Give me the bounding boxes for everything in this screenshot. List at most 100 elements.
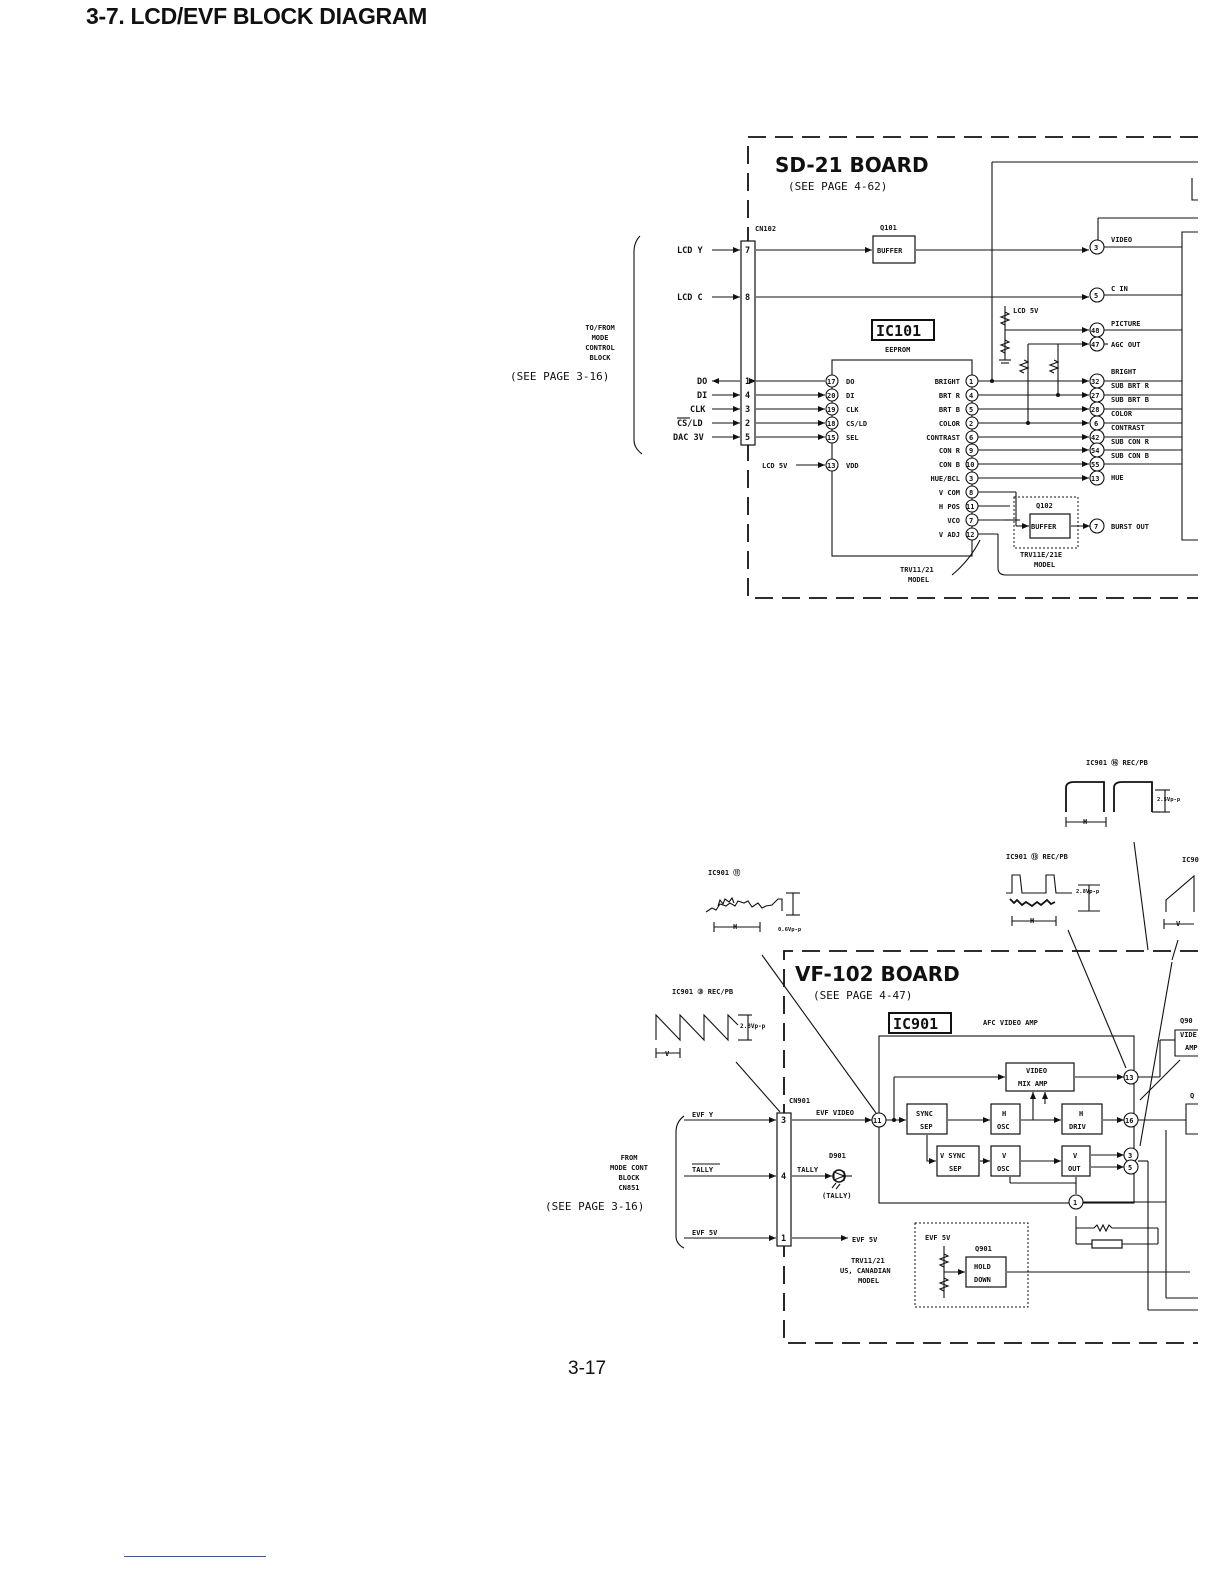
pin-number: 6 bbox=[969, 434, 973, 442]
side-note-line: MODE bbox=[592, 334, 609, 342]
signal-label: LCD C bbox=[677, 293, 703, 303]
q101-label: BUFFER bbox=[877, 247, 903, 255]
sd21-board-title: SD-21 BOARD bbox=[775, 153, 929, 177]
pin-number: 11 bbox=[966, 503, 974, 511]
block-label: V SYNC bbox=[940, 1152, 965, 1160]
pin-number: 15 bbox=[827, 434, 835, 442]
pin-name: CONTRAST bbox=[926, 434, 960, 442]
cn901-signal-tally: TALLY 4 bbox=[684, 1163, 786, 1182]
cn102-signal-dac-3v: DAC 3V 5 bbox=[673, 433, 750, 443]
side-note-line: TO/FROM bbox=[585, 324, 615, 332]
signal-label: EVF 5V bbox=[692, 1229, 718, 1237]
block-label: H bbox=[1079, 1110, 1083, 1118]
cn102-signal-lcd-c: LCD C 8 bbox=[677, 293, 750, 303]
waveform-amplitude: 2.5Vp-p bbox=[1157, 797, 1181, 803]
sd21-side-bracket bbox=[633, 235, 643, 455]
ic101-block bbox=[831, 359, 973, 557]
pin-number: 8 bbox=[969, 489, 973, 497]
q901-supply: EVF 5V bbox=[925, 1234, 951, 1242]
pin-name: CON R bbox=[939, 447, 961, 455]
block-label: V bbox=[1073, 1152, 1078, 1160]
ic901-pins: 13 16 3 5 1 Q90 VIDE AMP bbox=[1068, 961, 1198, 1311]
pin-number: 1 bbox=[745, 377, 750, 387]
v-out-block bbox=[1061, 1145, 1091, 1177]
side-note-see-page: (SEE PAGE 3-16) bbox=[545, 1200, 644, 1213]
pin-number: 5 bbox=[1128, 1164, 1132, 1172]
pin-name: VCO bbox=[947, 517, 960, 525]
pin-number: 1 bbox=[781, 1234, 786, 1244]
output-label: VIDEO bbox=[1111, 236, 1132, 244]
pin-number: 48 bbox=[1091, 327, 1099, 335]
pin-name: HUE/BCL bbox=[930, 475, 960, 483]
signal-label: DI bbox=[697, 391, 707, 401]
ic101-right-pins: BRIGHT 1 BRT R 4 BRT B 5 COLOR 2 CONTRAS… bbox=[926, 374, 979, 541]
signal-label: CLK bbox=[690, 405, 706, 415]
q102-model: TRV11E/21E bbox=[1020, 551, 1062, 559]
q901-hold-down: EVF 5V Q901 HOLD DOWN bbox=[914, 1222, 1190, 1308]
pin-number: 20 bbox=[827, 392, 835, 400]
pin-number: 8 bbox=[745, 293, 750, 303]
waveform-period: H bbox=[1083, 818, 1087, 826]
signal-label: DAC 3V bbox=[673, 433, 704, 443]
waveform-label: IC901 ⑯ REC/PB bbox=[1086, 758, 1148, 767]
cn901-signal-evf-y: EVF Y 3 bbox=[684, 1111, 786, 1126]
q101-buffer-block bbox=[872, 235, 916, 264]
pin-name: COLOR bbox=[939, 420, 961, 428]
output-label: SUB CON B bbox=[1111, 452, 1149, 460]
q90-label: VIDE bbox=[1180, 1031, 1197, 1039]
q901-label: HOLD bbox=[974, 1263, 991, 1271]
signal-label: CS/LD bbox=[677, 419, 703, 429]
pin-number: 2 bbox=[745, 419, 750, 429]
pin-name: DI bbox=[846, 392, 854, 400]
trv-note: MODEL bbox=[908, 576, 929, 584]
pin-number: 10 bbox=[966, 461, 974, 469]
waveform-amplitude: 0.6Vp-p bbox=[778, 927, 802, 933]
output-label: BURST OUT bbox=[1111, 523, 1149, 531]
q901-ref: Q901 bbox=[975, 1245, 992, 1253]
evf-5v-label: EVF 5V bbox=[852, 1236, 878, 1244]
side-note-line: MODE CONT bbox=[610, 1164, 648, 1172]
block-label: DRIV bbox=[1069, 1123, 1087, 1131]
pin-number: 13 bbox=[1091, 475, 1099, 483]
pin-number: 19 bbox=[827, 406, 835, 414]
sync-sep-block bbox=[906, 1103, 948, 1135]
pin-number: 13 bbox=[827, 462, 835, 470]
block-label: OSC bbox=[997, 1165, 1010, 1173]
pin-number: 55 bbox=[1091, 461, 1099, 469]
pin-name: CON B bbox=[939, 461, 960, 469]
ic101-ref-box bbox=[871, 319, 935, 341]
waveform-amplitude: 2.8Vp-p bbox=[1076, 889, 1100, 895]
waveform-ic90-cut: IC90 V bbox=[1163, 856, 1199, 929]
footer-rule bbox=[124, 1556, 266, 1557]
page-title: 3-7. LCD/EVF BLOCK DIAGRAM bbox=[86, 3, 428, 29]
pin-name: BRT B bbox=[939, 406, 960, 414]
vf102-model-note: TRV11/21 US, CANADIAN MODEL bbox=[840, 1257, 891, 1285]
block-label: SYNC bbox=[916, 1110, 933, 1118]
sd21-see-page: (SEE PAGE 4-62) bbox=[788, 180, 887, 193]
waveform-period: V bbox=[1176, 920, 1181, 928]
pin-number: 3 bbox=[781, 1116, 786, 1126]
pin-number: 5 bbox=[1094, 292, 1098, 300]
waveform-label: IC90 bbox=[1182, 856, 1199, 864]
trv-note: TRV11/21 bbox=[900, 566, 934, 574]
pin-number: 3 bbox=[745, 405, 750, 415]
pin-number: 4 bbox=[969, 392, 973, 400]
block-label: SEP bbox=[920, 1123, 933, 1131]
evf-video-label: EVF VIDEO bbox=[816, 1109, 854, 1117]
pin-number: 18 bbox=[827, 420, 835, 428]
cn102-signal-lcd-y: LCD Y 7 bbox=[677, 246, 750, 256]
cn102-connector bbox=[740, 240, 756, 446]
model-note-line: US, CANADIAN bbox=[840, 1267, 891, 1275]
output-label: CONTRAST bbox=[1111, 424, 1145, 432]
pin-name: DO bbox=[846, 378, 854, 386]
block-label: OSC bbox=[997, 1123, 1010, 1131]
pin-number: 5 bbox=[745, 433, 750, 443]
output-label: HUE bbox=[1111, 474, 1124, 482]
q102-ref: Q102 bbox=[1036, 502, 1053, 510]
signal-label: DO bbox=[697, 377, 707, 387]
cn102-signal-do: DO 1 bbox=[697, 377, 750, 387]
q90-label: AMP bbox=[1185, 1044, 1198, 1052]
pin-number: 47 bbox=[1091, 341, 1099, 349]
model-note-line: MODEL bbox=[858, 1277, 879, 1285]
